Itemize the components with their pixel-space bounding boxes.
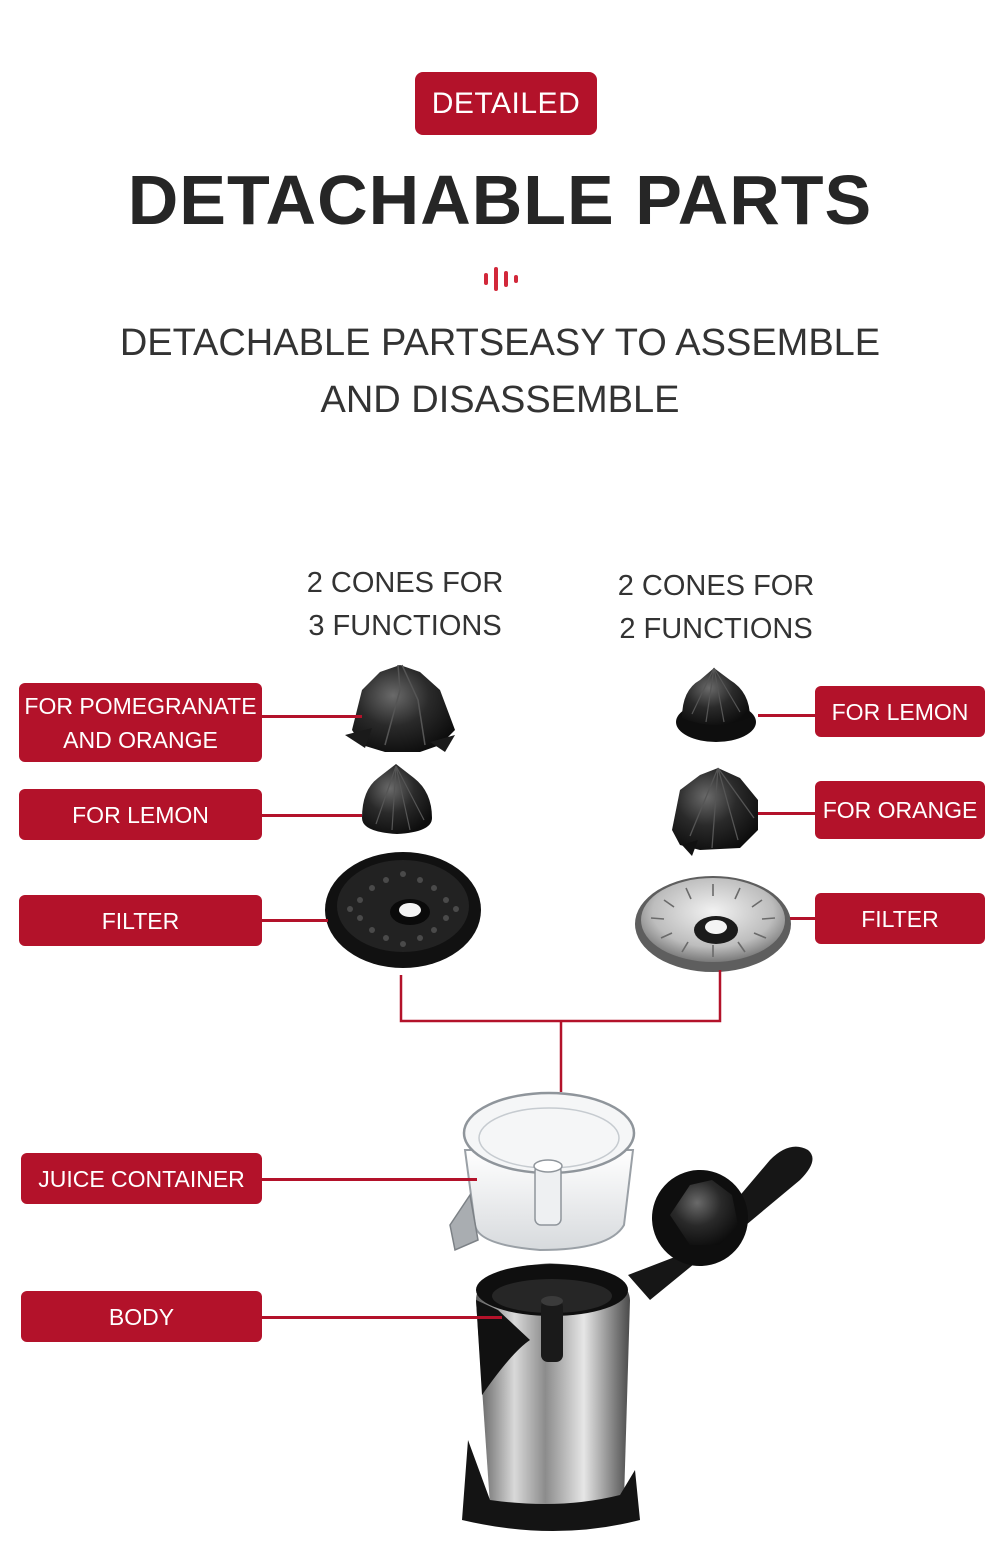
left-lemon-cone-icon	[362, 764, 432, 834]
left-group-title: 2 CONES FOR 3 FUNCTIONS	[275, 562, 535, 648]
label-pomegranate-orange: FOR POMEGRANATE AND ORANGE	[19, 683, 262, 762]
label-juice-container: JUICE CONTAINER	[21, 1153, 262, 1204]
label-body: BODY	[21, 1291, 262, 1342]
leader-juice-container	[262, 1178, 477, 1181]
label-right-lemon: FOR LEMON	[815, 686, 985, 737]
left-group-title-line-2: 3 FUNCTIONS	[308, 610, 502, 642]
leader-right-filter	[790, 917, 815, 920]
connector-lines	[399, 970, 722, 1092]
label-pomegranate-line-2: AND ORANGE	[63, 726, 218, 753]
leader-right-lemon	[758, 714, 815, 717]
black-filter-icon	[325, 852, 481, 968]
label-right-orange: FOR ORANGE	[815, 781, 985, 839]
right-lemon-cone-icon	[676, 667, 756, 742]
detailed-badge: DETAILED	[415, 72, 597, 135]
leader-pomegranate	[262, 715, 362, 718]
pomegranate-cone-icon	[345, 664, 455, 752]
subtitle-line-2: AND DISASSEMBLE	[320, 379, 680, 421]
right-group-title-line-1: 2 CONES FOR	[617, 570, 815, 602]
subtitle-line-1: DETACHABLE PARTSEASY TO ASSEMBLE	[119, 322, 881, 364]
label-left-lemon: FOR LEMON	[19, 789, 262, 840]
page-subtitle: DETACHABLE PARTSEASY TO ASSEMBLE AND DIS…	[100, 315, 900, 429]
stainless-filter-icon	[635, 876, 791, 972]
leader-body	[262, 1316, 502, 1319]
right-orange-cone-icon	[672, 767, 758, 856]
divider-icon	[484, 267, 518, 291]
leader-left-lemon	[262, 814, 362, 817]
label-right-filter: FILTER	[815, 893, 985, 944]
label-pomegranate-line-1: FOR POMEGRANATE	[24, 692, 257, 719]
left-group-title-line-1: 2 CONES FOR	[306, 567, 504, 599]
label-left-filter: FILTER	[19, 895, 262, 946]
juicer-body-icon	[462, 1146, 813, 1531]
juice-container-icon	[449, 1091, 636, 1252]
right-group-title-line-2: 2 FUNCTIONS	[619, 613, 813, 645]
leader-right-orange	[758, 812, 815, 815]
leader-left-filter	[262, 919, 328, 922]
right-group-title: 2 CONES FOR 2 FUNCTIONS	[586, 565, 846, 651]
page-title: DETACHABLE PARTS	[127, 161, 873, 239]
